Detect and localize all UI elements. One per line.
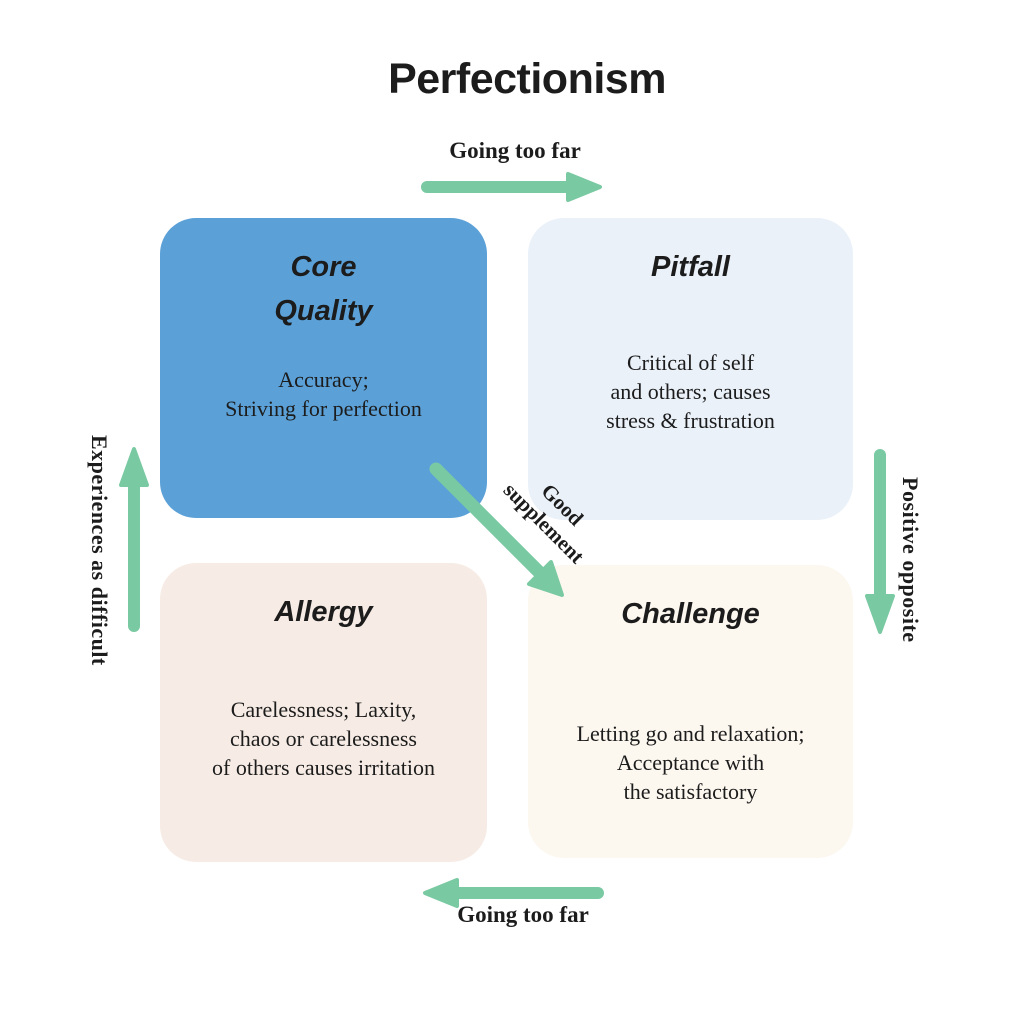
arrow-diagonal-icon xyxy=(429,462,564,597)
quadrant-body: Critical of self and others; causes stre… xyxy=(606,349,775,433)
arrow-left-icon xyxy=(423,878,604,908)
quadrant-allergy: Allergy Carelessness; Laxity, chaos or c… xyxy=(160,563,487,862)
quadrant-title: Allergy xyxy=(274,596,373,628)
quadrant-challenge: Challenge Letting go and relaxation; Acc… xyxy=(528,565,853,858)
top-edge-label: Going too far xyxy=(449,138,581,163)
left-edge-label: Experiences as difficult xyxy=(87,434,112,666)
bottom-edge-label: Going too far xyxy=(457,902,589,927)
quadrant-body: Accuracy; Striving for perfection xyxy=(225,367,422,422)
arrow-down-icon xyxy=(865,449,895,634)
quadrant-title: Core Quality xyxy=(274,251,373,327)
arrow-right-icon xyxy=(421,172,602,202)
right-edge-label: Positive opposite xyxy=(898,477,923,643)
quadrant-title: Pitfall xyxy=(651,251,730,283)
page-title: Perfectionism xyxy=(388,55,666,103)
quadrant-body: Letting go and relaxation; Acceptance wi… xyxy=(576,720,805,804)
quadrant-title: Challenge xyxy=(621,598,760,630)
quadrant-body: Carelessness; Laxity, chaos or carelessn… xyxy=(212,696,435,780)
arrow-up-icon xyxy=(119,447,149,632)
quadrant-pitfall: Pitfall Critical of self and others; cau… xyxy=(528,218,853,520)
